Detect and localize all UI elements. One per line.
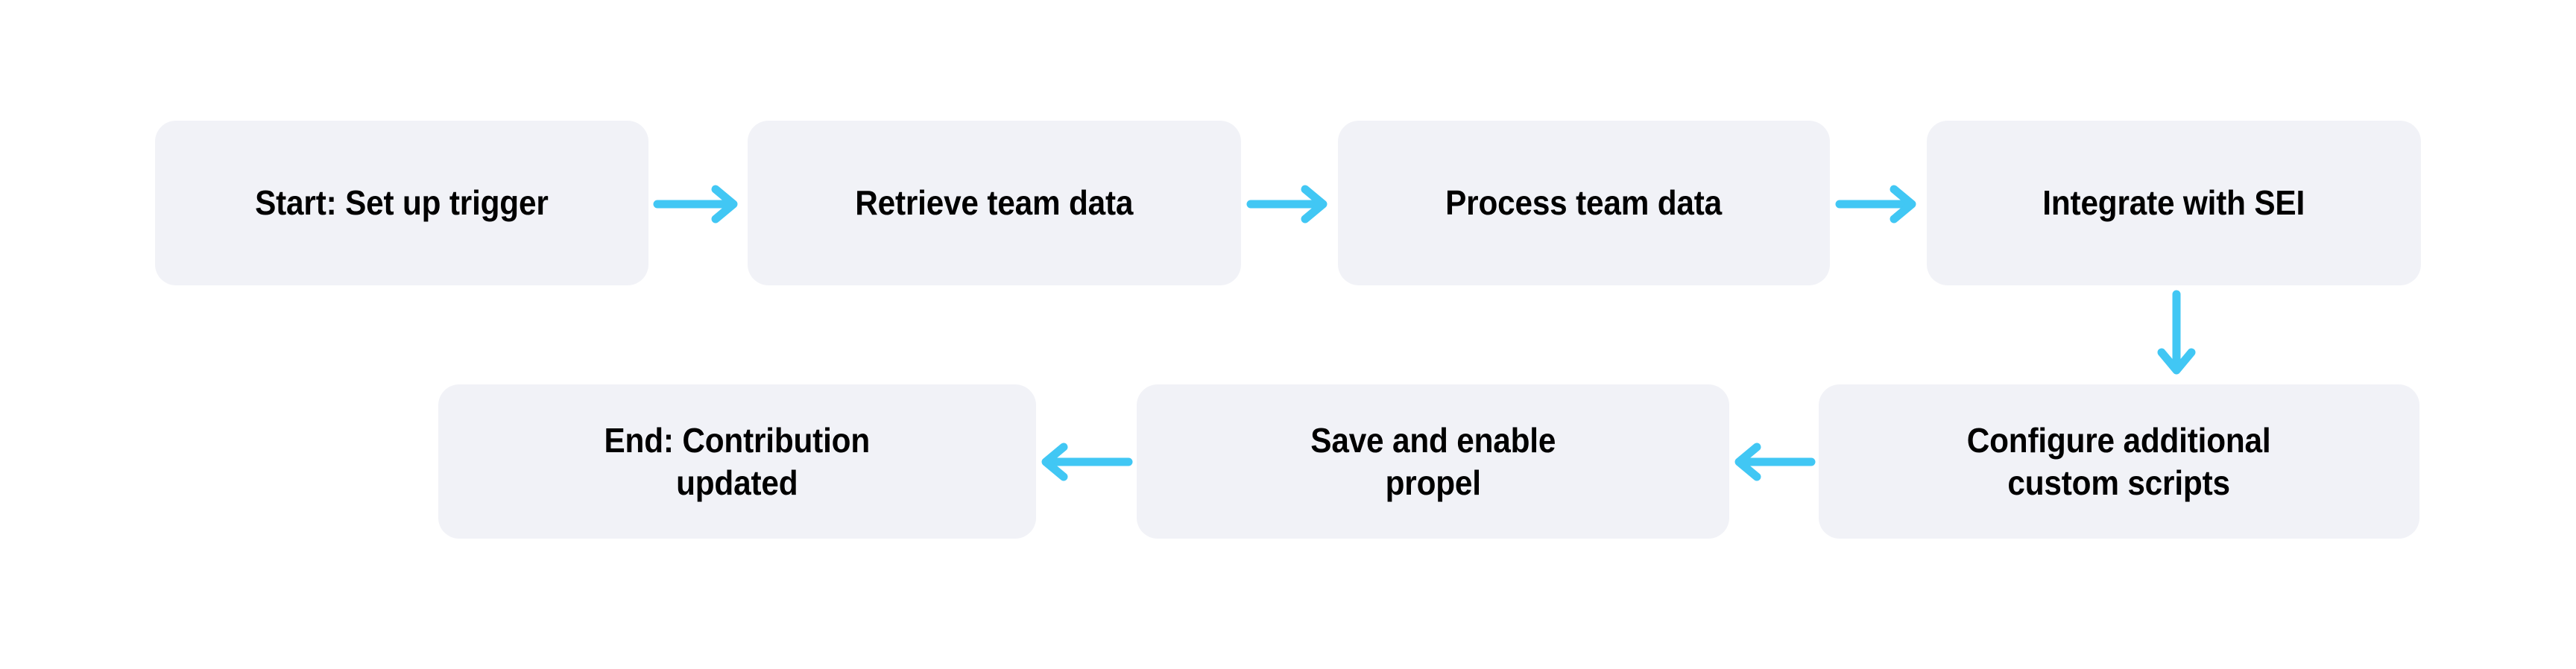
- flow-node-retrieve-team-data[interactable]: Retrieve team data: [748, 121, 1241, 285]
- arrow-down-icon: [2157, 290, 2196, 378]
- flow-node-label: Start: Set up trigger: [255, 183, 549, 223]
- flow-node-configure-additional-custom-scripts[interactable]: Configure additional custom scripts: [1819, 384, 2419, 539]
- arrow-left-icon: [1734, 443, 1816, 481]
- flow-node-label: Save and enable propel: [1310, 421, 1556, 502]
- arrow-right-icon: [1835, 185, 1920, 223]
- flow-node-label: End: Contribution updated: [604, 421, 871, 502]
- arrow-left-icon: [1041, 443, 1133, 481]
- flow-node-label: Retrieve team data: [855, 183, 1134, 223]
- flow-node-end-contribution-updated[interactable]: End: Contribution updated: [438, 384, 1036, 539]
- flow-node-label: Integrate with SEI: [2042, 183, 2305, 223]
- arrow-right-icon: [1246, 185, 1331, 223]
- flow-node-start[interactable]: Start: Set up trigger: [155, 121, 648, 285]
- flow-node-process-team-data[interactable]: Process team data: [1338, 121, 1830, 285]
- flow-node-integrate-with-sei[interactable]: Integrate with SEI: [1927, 121, 2421, 285]
- flow-node-label: Configure additional custom scripts: [1967, 421, 2271, 502]
- flow-node-label: Process team data: [1445, 183, 1723, 223]
- arrow-right-icon: [653, 185, 742, 223]
- flow-node-save-and-enable-propel[interactable]: Save and enable propel: [1137, 384, 1729, 539]
